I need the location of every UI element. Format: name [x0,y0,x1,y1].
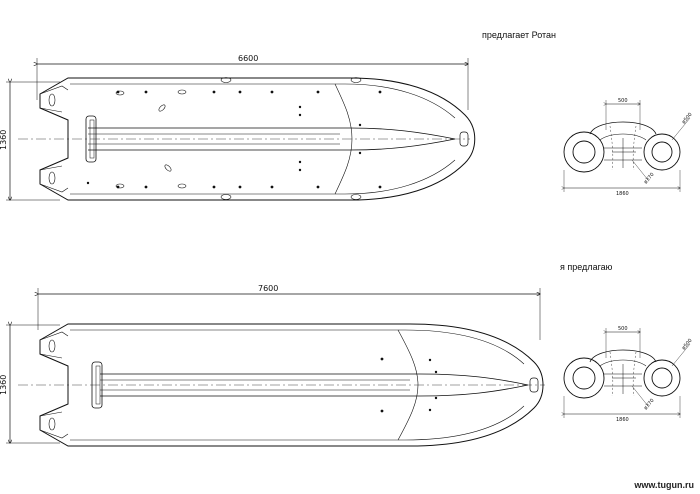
bottom-section-diameter-label: ø500 [681,338,694,352]
bottom-width-label: 1360 [0,375,8,395]
top-boat-drawing [6,58,476,201]
bottom-deck-rings [380,357,438,413]
top-width-label: 1360 [0,130,8,150]
bottom-section-tube-label: ø370 [643,398,656,412]
bottom-length-label: 7600 [258,284,278,293]
bottom-cross-section [564,328,691,418]
top-section-tube-label: ø370 [643,172,656,186]
top-length-label: 6600 [238,54,258,63]
caption-bottom: я предлагаю [560,262,613,272]
top-hull-outline [39,77,476,201]
top-deck-rings [86,90,382,189]
bottom-section-overall-label: 1860 [616,417,629,423]
top-section-overall-label: 1860 [616,191,629,197]
watermark: www.tugun.ru [634,480,694,490]
bottom-boat-drawing [6,288,545,447]
bottom-hull-outline [39,323,544,447]
top-section-diameter-label: ø500 [681,112,694,126]
caption-top: предлагает Ротан [482,30,557,40]
top-section-width-label: 500 [618,98,628,104]
top-cross-section [564,100,691,192]
bottom-section-width-label: 500 [618,326,628,332]
